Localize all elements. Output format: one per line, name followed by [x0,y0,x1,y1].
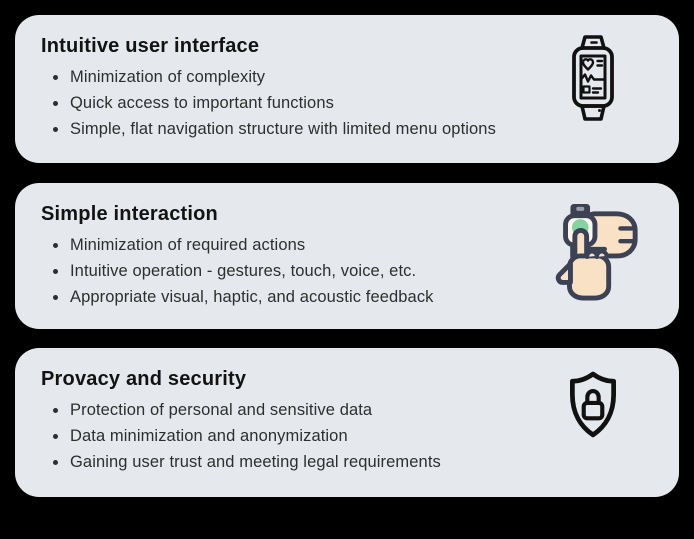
list-item: Appropriate visual, haptic, and acoustic… [53,287,537,308]
card-intuitive-user-interface: Intuitive user interface Minimization of… [15,15,679,163]
bullet-text: Gaining user trust and meeting legal req… [70,453,441,471]
bullet-text: Data minimization and anonymization [70,427,348,445]
bullet-list: Minimization of complexity Quick access … [41,67,537,140]
bullet-dot [53,408,58,413]
smartwatch-health-icon [572,35,614,121]
card-icon-area [537,367,649,483]
touch-smartwatch-icon [555,203,638,301]
card-title: Provacy and security [41,368,247,390]
bullet-dot [53,243,58,248]
bullet-list: Protection of personal and sensitive dat… [41,400,537,473]
bullet-text: Simple, flat navigation structure with l… [70,120,496,138]
bullet-text: Minimization of required actions [70,236,306,254]
bullet-text: Protection of personal and sensitive dat… [70,401,373,419]
list-item: Data minimization and anonymization [53,426,537,447]
list-item: Minimization of complexity [53,67,537,88]
bullet-dot [53,269,58,274]
card-simple-interaction: Simple interaction Minimization of requi… [15,183,679,329]
card-icon-area [537,34,649,149]
list-item: Protection of personal and sensitive dat… [53,400,537,421]
bullet-dot [53,295,58,300]
bullet-dot [53,101,58,106]
card-icon-area [537,202,649,315]
card-privacy-and-security: Provacy and security Protection of perso… [15,348,679,497]
bullet-text: Appropriate visual, haptic, and acoustic… [70,288,434,306]
list-item: Intuitive operation - gestures, touch, v… [53,261,537,282]
list-item: Quick access to important functions [53,93,537,114]
bullet-list: Minimization of required actions Intuiti… [41,235,537,308]
bullet-dot [53,460,58,465]
card-title: Simple interaction [41,203,218,225]
card-title: Intuitive user interface [41,35,260,57]
shield-lock-icon [570,371,616,438]
bullet-dot [53,434,58,439]
bullet-text: Intuitive operation - gestures, touch, v… [70,262,417,280]
list-item: Minimization of required actions [53,235,537,256]
list-item: Simple, flat navigation structure with l… [53,119,537,140]
bullet-text: Quick access to important functions [70,94,334,112]
bullet-text: Minimization of complexity [70,68,266,86]
bullet-dot [53,127,58,132]
list-item: Gaining user trust and meeting legal req… [53,452,537,473]
bullet-dot [53,75,58,80]
